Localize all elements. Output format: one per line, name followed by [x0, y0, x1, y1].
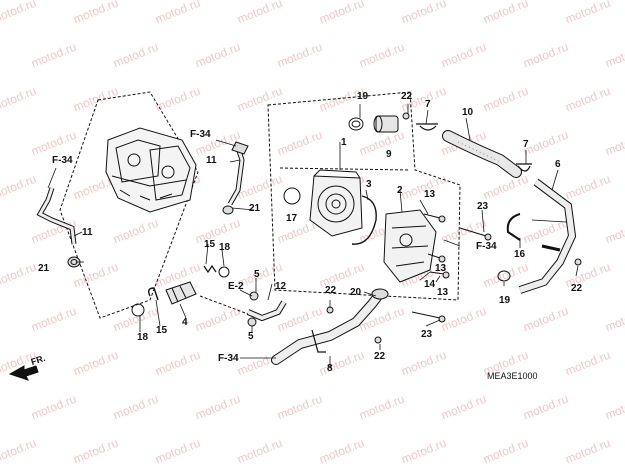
- callout-number: 23: [421, 329, 433, 340]
- front-arrow: [8, 365, 39, 381]
- callout-number: 18: [137, 332, 149, 343]
- callout-number: 11: [82, 227, 93, 238]
- callout-number: 11: [206, 155, 217, 166]
- upper-pipe: [222, 141, 249, 215]
- callout-number: 22: [374, 351, 386, 362]
- callout-number: 7: [523, 139, 529, 150]
- callout-number: 20: [350, 287, 362, 298]
- callout-number: 14: [424, 279, 436, 290]
- callout-number: 9: [386, 149, 392, 160]
- section-reference: F-34: [218, 353, 239, 364]
- callout-number: 21: [249, 203, 261, 214]
- section-reference: F-34: [190, 129, 211, 140]
- callout-number: 18: [219, 242, 231, 253]
- callout-number: 3: [366, 179, 372, 190]
- left-pipe: [36, 187, 81, 268]
- section-reference: F-34: [476, 241, 497, 252]
- callout-number: 13: [437, 287, 449, 298]
- small-hose: [199, 291, 287, 327]
- right-pipe: [518, 178, 582, 294]
- connector: [131, 281, 197, 317]
- callout-number: 8: [327, 363, 333, 374]
- section-reference: F-34: [52, 155, 73, 166]
- callout-number: 12: [275, 281, 287, 292]
- section-reference: E-2: [228, 281, 244, 292]
- callout-number: 19: [499, 295, 511, 306]
- clip: [506, 213, 521, 241]
- callout-number: 13: [424, 189, 436, 200]
- callout-number: 6: [555, 159, 561, 170]
- bolts: [411, 213, 492, 323]
- callout-number: 4: [182, 317, 188, 328]
- callout-number: 15: [156, 325, 168, 336]
- callout-number: 16: [514, 249, 526, 260]
- callout-number: 1: [341, 137, 347, 148]
- callout-number: 13: [435, 263, 447, 274]
- lower-pipe: [271, 288, 389, 365]
- callout-number: 5: [248, 331, 254, 342]
- callout-number: 7: [425, 99, 431, 110]
- upper-fitting: [373, 112, 410, 133]
- engine-outline: [59, 91, 199, 319]
- thermostat-housing: [383, 209, 437, 283]
- callout-number: 19: [357, 91, 369, 102]
- pump-assembly-outline: [267, 91, 461, 301]
- clamp: [416, 123, 438, 131]
- hose: [442, 130, 522, 178]
- callout-number: 2: [397, 185, 403, 196]
- clamp: [516, 163, 532, 172]
- callout-number: 10: [462, 107, 474, 118]
- engine-block: [105, 127, 197, 213]
- callout-number: 15: [204, 239, 216, 250]
- callout-number: 23: [477, 201, 489, 212]
- callout-number: 22: [325, 285, 337, 296]
- callout-number: 17: [286, 213, 298, 224]
- callout-number: 5: [254, 269, 260, 280]
- callout-number: 21: [38, 263, 50, 274]
- callout-number: 22: [401, 91, 413, 102]
- callout-number: 22: [571, 283, 583, 294]
- water-pump: [283, 169, 363, 237]
- diagram-code: MEA3E1000: [487, 371, 538, 381]
- gasket: [351, 195, 377, 245]
